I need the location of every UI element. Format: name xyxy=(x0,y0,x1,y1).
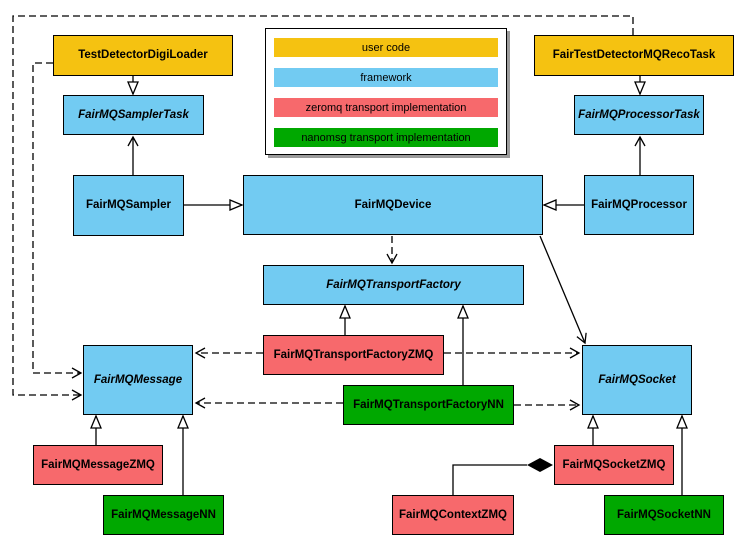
node-fairmqsamplertask: FairMQSamplerTask xyxy=(63,95,204,135)
node-fairmqdevice: FairMQDevice xyxy=(243,175,543,235)
node-fairmqmessage: FairMQMessage xyxy=(83,345,193,415)
legend-item-user-code: user code xyxy=(274,38,498,57)
edge-device-socket xyxy=(539,235,587,345)
legend-item-nanomsg: nanomsg transport implementation xyxy=(274,128,498,147)
node-fairmqsampler: FairMQSampler xyxy=(73,175,184,236)
node-fairmqmessagezmq: FairMQMessageZMQ xyxy=(33,445,163,485)
legend: user code framework zeromq transport imp… xyxy=(265,28,507,155)
node-fairmqprocessor: FairMQProcessor xyxy=(584,175,694,235)
node-fairmqtransportfactoryzmq: FairMQTransportFactoryZMQ xyxy=(263,335,444,375)
node-fairmqtransportfactorynn: FairMQTransportFactoryNN xyxy=(343,385,514,425)
node-fairmqtransportfactory: FairMQTransportFactory xyxy=(263,265,524,305)
node-fairmqcontextzmq: FairMQContextZMQ xyxy=(392,495,514,535)
node-fairmqprocessortask: FairMQProcessorTask xyxy=(574,95,704,135)
legend-item-framework: framework xyxy=(274,68,498,87)
composition-diamond xyxy=(527,458,553,472)
node-fairtestdetectormqrecotask: FairTestDetectorMQRecoTask xyxy=(534,35,734,76)
edge-digiloader-message xyxy=(32,62,83,379)
node-fairmqsocketzmq: FairMQSocketZMQ xyxy=(554,445,674,485)
node-fairmqsocketnn: FairMQSocketNN xyxy=(604,495,724,535)
node-fairmqsocket: FairMQSocket xyxy=(582,345,692,415)
edge-contextzmq-socketzmq xyxy=(452,464,527,495)
edge-recotask-message xyxy=(12,15,634,401)
legend-item-zeromq: zeromq transport implementation xyxy=(274,98,498,117)
node-testdetectordigiloader: TestDetectorDigiLoader xyxy=(53,35,233,76)
node-fairmqmessagenn: FairMQMessageNN xyxy=(103,495,224,535)
